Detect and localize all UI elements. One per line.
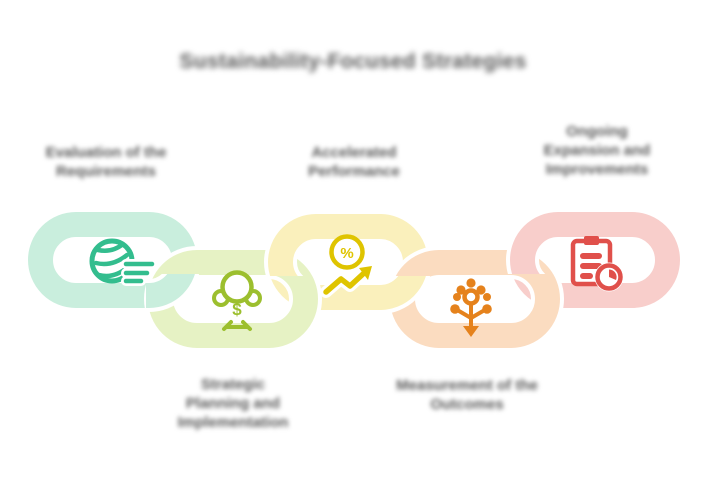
label-line: Expansion and [543,142,651,159]
chain-step-2-label: Strategic Planning and Implementation [123,375,343,432]
clipboard-clock-icon [570,236,624,292]
label-line: Requirements [55,163,157,180]
flower-icon [450,278,492,337]
label-line: Evaluation of the [45,144,167,161]
chain-step-4-label: Measurement of the Outcomes [357,376,577,414]
chain-link-5 [506,208,684,312]
svg-text:%: % [340,245,353,262]
label-line: Strategic [200,376,266,393]
chain-step-1-label: Evaluation of the Requirements [0,143,216,181]
chain-link-4-over [508,274,564,314]
label-line: Outcomes [430,396,504,413]
chain-step-5-label: Ongoing Expansion and Improvements [487,122,707,179]
label-line: Ongoing [566,123,628,140]
money-tree-icon: $ [212,270,262,331]
svg-text:$: $ [232,300,242,319]
chain-step-3-label: Accelerated Performance [244,143,464,181]
label-line: Accelerated [311,144,397,161]
yarn-ball-icon [89,238,157,286]
label-line: Planning and [185,395,281,412]
coin-growth-icon: % [320,234,372,298]
label-line: Implementation [177,414,289,431]
label-line: Improvements [545,161,649,178]
chain-link-2-over [266,276,322,316]
page-title: Sustainability-Focused Strategies [179,50,527,73]
label-line: Measurement of the [396,377,538,394]
label-line: Performance [308,163,400,180]
